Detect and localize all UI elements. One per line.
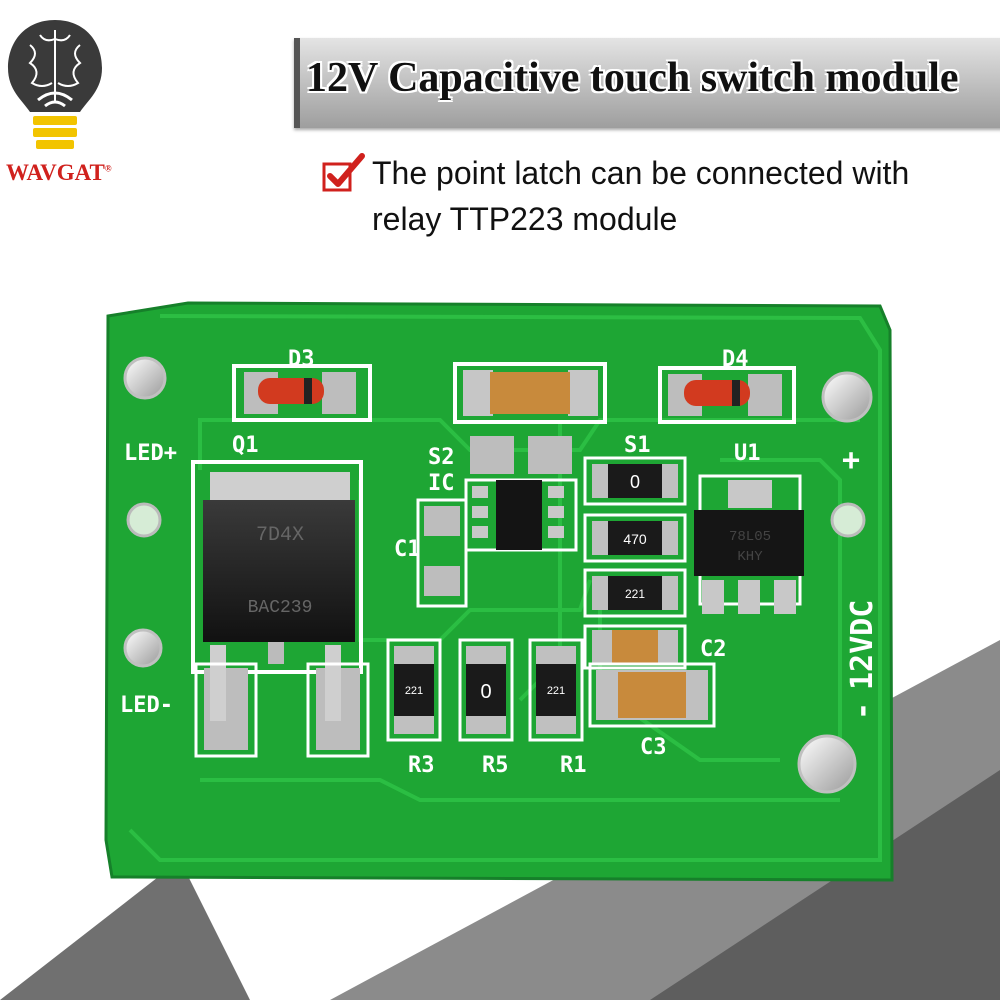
feature-text: The point latch can be connected with re… — [372, 155, 910, 237]
svg-text:221: 221 — [625, 587, 645, 601]
label-s1: S1 — [624, 433, 651, 458]
label-c2: C2 — [700, 637, 727, 662]
checkmark-icon — [322, 153, 365, 192]
resistor-r3: 221 — [386, 638, 442, 742]
capacitor-c3 — [588, 662, 716, 728]
svg-text:7D4X: 7D4X — [256, 524, 304, 547]
label-led-minus: LED- — [120, 693, 173, 718]
resistor-221-middle: 221 — [583, 568, 687, 618]
label-c3: C3 — [640, 735, 667, 760]
svg-text:221: 221 — [547, 685, 565, 697]
regulator-u1: 78L05 KHY — [694, 474, 804, 614]
diode-d3 — [232, 364, 372, 422]
resistor-r5: 0 — [458, 638, 514, 742]
ic-chip — [464, 436, 578, 552]
mounting-holes — [123, 356, 873, 794]
label-d3: D3 — [288, 347, 315, 372]
label-s2: S2 — [428, 445, 455, 470]
svg-text:78L05: 78L05 — [729, 529, 771, 545]
svg-text:BAC239: BAC239 — [248, 598, 313, 618]
svg-text:221: 221 — [405, 685, 423, 697]
svg-text:KHY: KHY — [737, 549, 763, 565]
capacitor-c1 — [416, 498, 468, 608]
label-plus: + — [842, 443, 860, 478]
svg-text:0: 0 — [480, 681, 491, 703]
label-minus: - — [845, 702, 880, 720]
resistor-470: 470 — [583, 513, 687, 563]
label-u1: U1 — [734, 441, 761, 466]
resistor-r1: 221 — [528, 638, 584, 742]
svg-text:470: 470 — [623, 531, 647, 547]
capacitor-c2 — [583, 624, 687, 670]
label-ic: IC — [428, 471, 455, 496]
label-q1: Q1 — [232, 433, 259, 458]
brand-name: WAVGAT® — [6, 160, 112, 185]
label-led-plus: LED+ — [124, 441, 177, 466]
page-title: 12V Capacitive touch switch module — [306, 55, 959, 101]
label-d4: D4 — [722, 347, 749, 372]
label-voltage: 12VDC — [845, 600, 880, 690]
diode-d4 — [658, 366, 796, 424]
label-r3: R3 — [408, 753, 435, 778]
svg-text:0: 0 — [630, 472, 640, 492]
mosfet-q1: 7D4X BAC239 — [191, 460, 370, 758]
title-banner — [294, 38, 1000, 128]
label-r5: R5 — [482, 753, 509, 778]
label-c1: C1 — [394, 537, 421, 562]
capacitor-top — [453, 362, 607, 424]
resistor-s1: 0 — [583, 456, 687, 506]
label-r1: R1 — [560, 753, 587, 778]
brain-lightbulb-icon — [8, 20, 102, 149]
